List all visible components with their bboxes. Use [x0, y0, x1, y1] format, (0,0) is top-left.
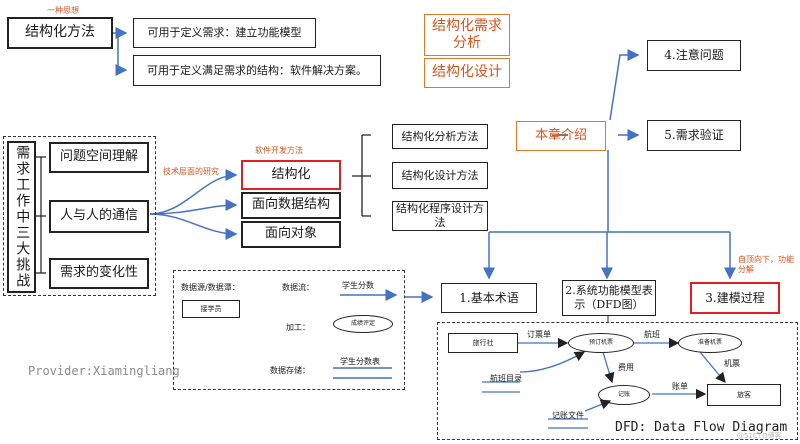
legend-store-label: 数据存储：	[270, 366, 310, 375]
chapter-item: 2.系统功能模型表示（DFD图）	[562, 280, 656, 316]
struct-design-method: 结构化设计方法	[392, 162, 488, 189]
dfd-store: 航班目录	[490, 374, 522, 383]
challenge-item: 人与人的通信	[49, 200, 149, 233]
structured-method-box: 结构化方法	[7, 17, 113, 49]
idea-annotation: 一种思想	[47, 6, 79, 15]
challenge-item: 需求的变化性	[49, 258, 149, 289]
challenges-frame	[3, 136, 156, 296]
legend-source-box: 接学员	[182, 300, 240, 318]
chapter-item: 5.需求验证	[647, 120, 741, 151]
watermark: @51CTO博客	[737, 432, 782, 440]
legend-flow-label: 数据流：	[282, 283, 314, 292]
define-requirements-box: 可用于定义需求：建立功能模型	[133, 18, 316, 48]
define-solution-box: 可用于定义满足需求的结构：软件解决方案。	[133, 55, 381, 86]
legend-process-ellipse: 成绩评定	[333, 315, 393, 333]
legend-store-text: 学生分数表	[340, 357, 380, 366]
chapter-item: 4.注意问题	[647, 40, 741, 71]
legend-flow-text: 学生分数	[342, 281, 374, 290]
dev-methods-header: 软件开发方法	[255, 146, 303, 155]
tech-note: 技术层面的研究	[163, 167, 219, 176]
challenges-title: 需求工作中三大挑战	[7, 141, 36, 293]
chapter-intro: 本章介绍	[516, 121, 606, 151]
challenge-item: 问题空间理解	[49, 142, 149, 173]
legend-process-label: 加工：	[286, 323, 310, 332]
dfd-source-node: 旅行社	[448, 333, 518, 353]
provider-label: Provider:Xiamingliang	[28, 364, 180, 378]
method-structured: 结构化	[241, 160, 341, 190]
dfd-flow-label: 航班	[644, 330, 660, 339]
struct-req-analysis-box: 结构化需求分析	[424, 14, 510, 56]
legend-source-label: 数据源/数据潭：	[181, 283, 240, 292]
dfd-flow-label: 机票	[724, 359, 740, 368]
dfd-flow-label: 订票单	[527, 330, 551, 339]
dfd-frame	[437, 322, 798, 440]
chapter-item: 1.基本术语	[441, 283, 537, 313]
method-data-structure: 面向数据结构	[241, 192, 341, 219]
dfd-flow-label: 账单	[672, 382, 688, 391]
dfd-process-node: 预订机票	[568, 333, 634, 353]
struct-programming-method: 结构化程序设计方法	[392, 201, 488, 231]
legend-frame	[173, 270, 405, 390]
struct-design-box: 结构化设计	[424, 58, 510, 88]
dfd-caption: DFD: Data Flow Diagram	[615, 420, 788, 435]
chapter-item: 3.建模过程	[690, 282, 780, 314]
dfd-process-node: 准备机票	[678, 333, 742, 353]
topdown-note: 自顶向下，功能分解	[738, 255, 794, 275]
dfd-store: 记账文件	[552, 411, 584, 420]
dfd-sink-node: 旅客	[707, 384, 781, 406]
dfd-flow-label: 费用	[618, 363, 634, 372]
dfd-process-node: 记账	[598, 385, 650, 405]
method-oo: 面向对象	[241, 221, 341, 248]
struct-analysis-method: 结构化分析方法	[392, 124, 488, 149]
